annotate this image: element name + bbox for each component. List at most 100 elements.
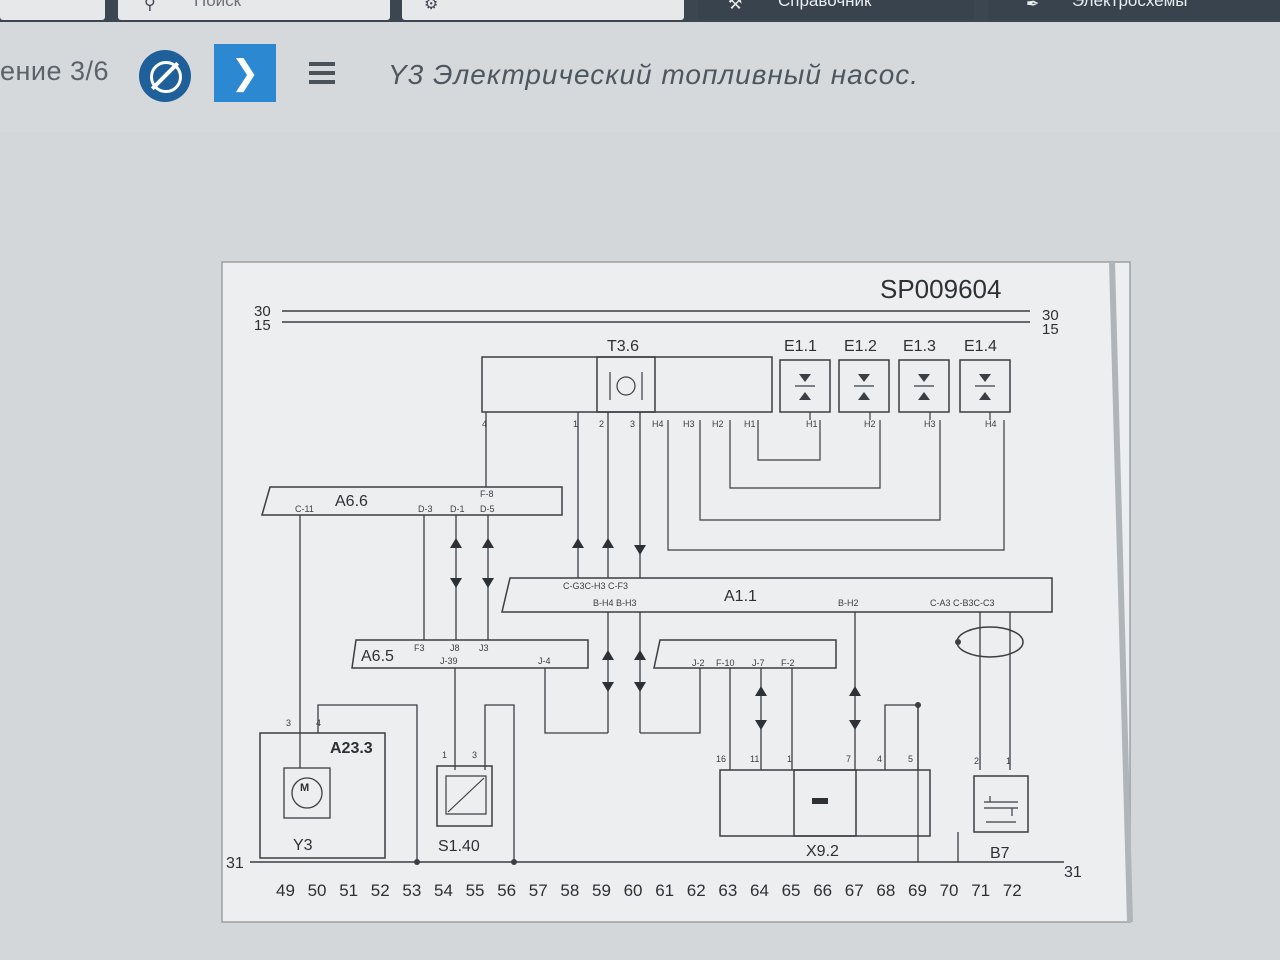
a65-bar bbox=[351, 639, 589, 669]
grid-number: 55 bbox=[466, 881, 485, 900]
tab-wiring[interactable]: ✒ Электросхемы bbox=[988, 0, 1280, 20]
a11-label: A1.1 bbox=[724, 588, 757, 605]
t36-label: T3.6 bbox=[607, 338, 639, 355]
pin-f2: F-2 bbox=[781, 658, 795, 668]
grid-number: 54 bbox=[434, 881, 453, 900]
pin-y3-4: 4 bbox=[316, 718, 321, 728]
s140-box bbox=[436, 765, 493, 827]
grid-number: 52 bbox=[371, 881, 390, 900]
bus-30-left: 30 bbox=[254, 303, 271, 320]
pin-c11: C-11 bbox=[295, 504, 314, 514]
pin-f8: F-8 bbox=[480, 489, 494, 499]
tab-partial[interactable] bbox=[0, 0, 105, 20]
pin-f10: F-10 bbox=[716, 658, 735, 668]
wrench-icon: ⚒ bbox=[728, 0, 743, 13]
a65-label: A6.5 bbox=[361, 648, 394, 665]
grid-number: 67 bbox=[845, 881, 864, 900]
grid-number: 58 bbox=[560, 881, 579, 900]
pin-x-7: 7 bbox=[846, 754, 851, 764]
pin-2: 2 bbox=[599, 419, 604, 429]
grid-number: 68 bbox=[876, 881, 895, 900]
pin-f3: F3 bbox=[414, 643, 425, 653]
pin-b7-1: 1 bbox=[1006, 756, 1011, 766]
grid-number: 66 bbox=[813, 881, 832, 900]
svg-text:M: M bbox=[300, 782, 309, 794]
pin-a11-bot: B-H4 B-H3 bbox=[593, 598, 637, 608]
search-icon: ⚲ bbox=[144, 0, 156, 13]
tab-strip: ⚲ Поиск ⚙ ⚒ Справочник ✒ Электросхемы bbox=[0, 0, 1280, 22]
switch-icon bbox=[445, 775, 487, 815]
grid-number: 49 bbox=[276, 881, 295, 900]
pin-4: 4 bbox=[482, 419, 487, 429]
e13-box bbox=[898, 359, 950, 413]
grid-number: 72 bbox=[1003, 881, 1022, 900]
e12-label: E1.2 bbox=[844, 338, 877, 355]
pin-x-4: 4 bbox=[877, 754, 882, 764]
x92-label: X9.2 bbox=[806, 843, 839, 860]
a66-bar bbox=[261, 486, 563, 516]
pin-e12-h2: H2 bbox=[864, 419, 876, 429]
grid-number: 62 bbox=[687, 881, 706, 900]
chevron-right-icon: ❯ bbox=[230, 53, 260, 93]
menu-button[interactable] bbox=[306, 56, 340, 90]
a66-label: A6.6 bbox=[335, 493, 368, 510]
grid-number: 51 bbox=[339, 881, 358, 900]
grid-number: 53 bbox=[402, 881, 421, 900]
page-title: Y3 Электрический топливный насос. bbox=[388, 59, 920, 90]
pin-d3: D-3 bbox=[418, 504, 433, 514]
a233-label: A23.3 bbox=[330, 740, 373, 757]
bus-15-right: 15 bbox=[1042, 321, 1059, 338]
pin-s1-3: 3 bbox=[472, 750, 477, 760]
grid-number: 70 bbox=[940, 881, 959, 900]
pin-j4: J-4 bbox=[538, 656, 551, 666]
pin-h4: H4 bbox=[652, 419, 664, 429]
s140-label: S1.40 bbox=[438, 838, 480, 855]
grid-number: 50 bbox=[308, 881, 327, 900]
pin-y3-3: 3 bbox=[286, 718, 291, 728]
tab-2[interactable]: ⚙ bbox=[402, 0, 684, 20]
grid-number: 64 bbox=[750, 881, 769, 900]
pin-j2: J-2 bbox=[692, 658, 705, 668]
diagram-id: SP009604 bbox=[880, 274, 1001, 304]
sensor-icon bbox=[984, 796, 1018, 823]
grid-number: 63 bbox=[718, 881, 737, 900]
pen-icon: ✒ bbox=[1026, 0, 1040, 13]
pin-x-1: 1 bbox=[787, 754, 792, 764]
grid-number: 56 bbox=[497, 881, 516, 900]
grid-number: 71 bbox=[971, 881, 990, 900]
pin-bh2: B-H2 bbox=[838, 598, 859, 608]
a233-box bbox=[259, 732, 386, 859]
a11-bar bbox=[501, 577, 1053, 613]
y3-label: Y3 bbox=[293, 837, 313, 854]
tab-reference-label: Справочник bbox=[778, 0, 872, 10]
tab-search-label: Поиск bbox=[194, 0, 242, 10]
e11-box bbox=[779, 359, 831, 413]
pin-j39: J-39 bbox=[440, 656, 458, 666]
pin-x-11: 11 bbox=[750, 754, 759, 764]
next-page-button[interactable]: ❯ bbox=[214, 44, 276, 102]
ground-right: 31 bbox=[1064, 864, 1082, 881]
tab-reference[interactable]: ⚒ Справочник bbox=[698, 0, 974, 20]
pin-1: 1 bbox=[573, 419, 578, 429]
pin-s1-1: 1 bbox=[442, 750, 447, 760]
x92-connector bbox=[653, 639, 837, 669]
tab-search[interactable]: ⚲ Поиск bbox=[118, 0, 390, 20]
grid-number: 60 bbox=[624, 881, 643, 900]
pin-j3: J3 bbox=[479, 643, 489, 653]
ground-left: 31 bbox=[226, 855, 244, 872]
pin-e13-h3: H3 bbox=[924, 419, 936, 429]
pin-e14-h4: H4 bbox=[985, 419, 997, 429]
e14-label: E1.4 bbox=[964, 338, 997, 355]
pin-h2: H2 bbox=[712, 419, 724, 429]
pump-motor-icon bbox=[291, 777, 323, 809]
pin-a11-top: C-G3C-H3 C-F3 bbox=[563, 581, 628, 591]
pin-x-16: 16 bbox=[716, 754, 726, 764]
pin-d1: D-1 bbox=[450, 504, 465, 514]
pin-ca: C-A3 C-B3C-C3 bbox=[930, 598, 995, 608]
settings-icon: ⚙ bbox=[424, 0, 439, 13]
ban-button[interactable] bbox=[139, 50, 191, 102]
b7-label: B7 bbox=[990, 845, 1010, 862]
pin-x-5: 5 bbox=[908, 754, 913, 764]
